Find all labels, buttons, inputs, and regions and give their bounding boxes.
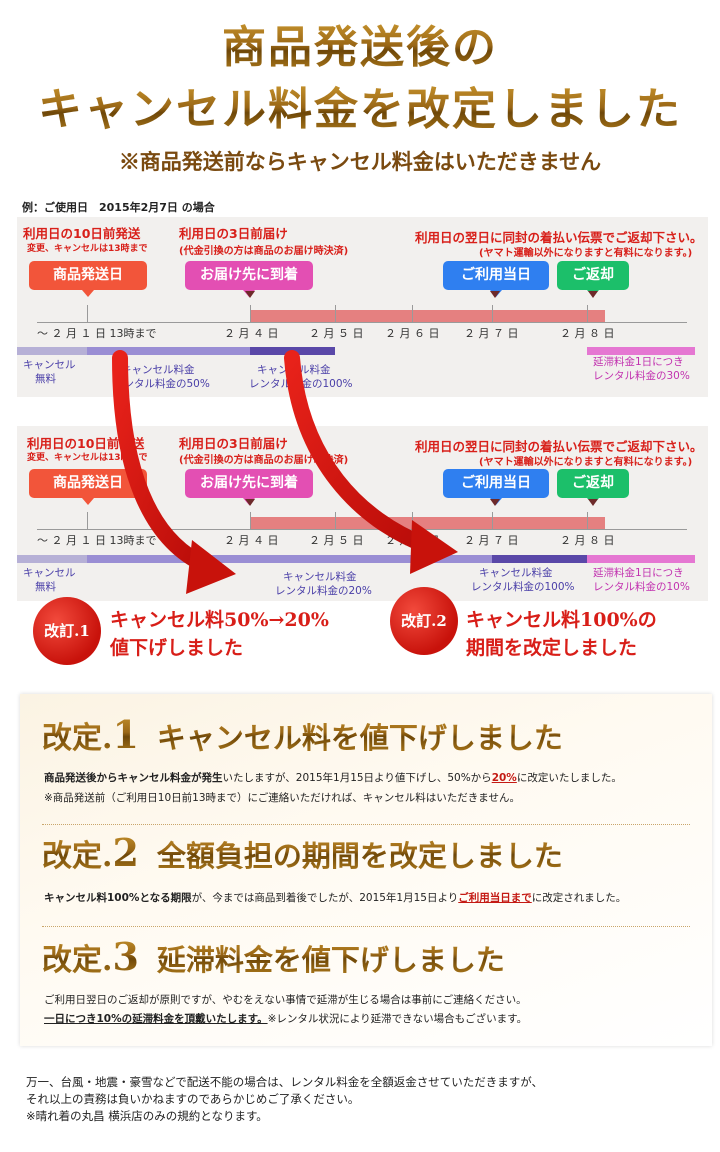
date-label: ２ 月 ５ 日	[309, 534, 364, 547]
fee-label-free: キャンセル無料	[23, 359, 76, 385]
fee-label-late: 延滞料金1日につきレンタル料金の10%	[593, 567, 690, 593]
fee-bar-100	[250, 347, 335, 355]
page-title-line1: 商品発送後の	[0, 20, 720, 76]
page-subtitle: ※商品発送前ならキャンセル料金はいただきません	[118, 149, 602, 174]
use-day-marker	[490, 499, 500, 506]
date-label: ２ 月 ６ 日	[385, 327, 440, 340]
date-label: ２ 月 ４ 日	[224, 534, 279, 547]
footer-line-3: ※晴れ着の丸昌 横浜店のみの規約となります。	[26, 1109, 268, 1123]
revision-badge-2: 改訂.2	[390, 587, 458, 655]
revision-3-paragraph-1: ご利用日翌日のご返却が原則ですが、やむをえない事情で延滞が生じる場合は事前にご連…	[44, 994, 527, 1006]
fee-bar-free	[17, 555, 87, 563]
date-label: ２ 月 ７ 日	[464, 534, 519, 547]
fee-label-100: キャンセル料金レンタル料金の100%	[471, 567, 575, 593]
timeline-after: 利用日の10日前発送 変更、キャンセルは13時まで 利用日の3日前届け (代金引…	[17, 426, 708, 601]
rental-period-bar	[250, 310, 605, 322]
fee-label-20: キャンセル料金レンタル料金の20%	[275, 571, 372, 597]
footer-line-2: それ以上の責務は負いかねますのであらかじめご了承ください。	[26, 1092, 360, 1106]
fee-label-free: キャンセル無料	[23, 567, 76, 593]
pill-ship-date: 商品発送日	[29, 261, 147, 297]
pill-return: ご返却	[557, 469, 629, 505]
date-label: ２ 月 ８ 日	[560, 327, 615, 340]
revision-1-paragraph-2: ※商品発送前（ご利用日10日前13時まで）にご連絡いただければ、キャンセル料はい…	[44, 792, 520, 804]
revision-1-paragraph-1: 商品発送後からキャンセル料金が発生いたしますが、2015年1月15日より値下げし…	[44, 772, 622, 784]
divider	[42, 824, 690, 825]
arrival-marker	[245, 499, 255, 506]
pill-use-day: ご利用当日	[443, 469, 549, 505]
revision-2-paragraph: キャンセル料100%となる期限が、今までは商品到着後でしたが、2015年1月15…	[44, 892, 627, 904]
note-return-sub: (ヤマト運輸以外になりますと有料になります。)	[479, 248, 693, 259]
timeline-axis	[37, 322, 687, 323]
note-10days-sub: 変更、キャンセルは13時まで	[27, 453, 148, 463]
fee-bar-late	[587, 347, 695, 355]
pill-return: ご返却	[557, 261, 629, 297]
divider	[42, 926, 690, 927]
footer-line-1: 万一、台風・地震・豪雪などで配送不能の場合は、レンタル料金を全額返金させていただ…	[26, 1075, 544, 1089]
date-label: ２ 月 ６ 日	[385, 534, 440, 547]
arrival-marker	[245, 291, 255, 298]
note-3days-sub: (代金引換の方は商品のお届け時決済)	[179, 246, 349, 257]
note-return: 利用日の翌日に同封の着払い伝票でご返却下さい。	[415, 439, 703, 454]
date-label: ２ 月 ８ 日	[560, 534, 615, 547]
page-title-line2: キャンセル料金を改定しました	[0, 82, 720, 138]
note-3days: 利用日の3日前届け	[179, 436, 288, 451]
pill-use-day: ご利用当日	[443, 261, 549, 297]
use-day-marker	[490, 291, 500, 298]
note-3days: 利用日の3日前届け	[179, 226, 288, 241]
revision-text-2: キャンセル料100%の期間を改定しました	[466, 609, 657, 659]
revision-badge-1: 改訂.1	[33, 597, 101, 665]
rental-period-bar	[250, 517, 605, 529]
fee-bar-20	[87, 555, 492, 563]
fee-bar-100	[492, 555, 587, 563]
pill-arrival: お届け先に到着	[185, 261, 313, 297]
fee-label-100: キャンセル料金レンタル料金の100%	[249, 364, 353, 390]
note-10days-sub: 変更、キャンセルは13時まで	[27, 244, 148, 254]
timeline-before: 利用日の10日前発送 変更、キャンセルは13時まで 利用日の3日前届け (代金引…	[17, 217, 708, 397]
revision-text-1: キャンセル料50%→20%値下げしました	[110, 609, 329, 659]
fee-bar-late	[587, 555, 695, 563]
date-label: ～ ２ 月 １ 日 13時まで	[37, 534, 157, 547]
fee-label-late: 延滞料金1日につきレンタル料金の30%	[593, 356, 690, 382]
date-label: ２ 月 ７ 日	[464, 327, 519, 340]
pill-ship-date: 商品発送日	[29, 469, 147, 505]
revision-3-paragraph-2: 一日につき10%の延滞料金を頂戴いたします。※レンタル状況により延滞できない場合…	[44, 1013, 528, 1025]
timeline-axis	[37, 529, 687, 530]
return-marker	[588, 291, 598, 298]
date-label: ２ 月 ４ 日	[224, 327, 279, 340]
note-10days: 利用日の10日前発送	[23, 226, 141, 241]
pill-arrival: お届け先に到着	[185, 469, 313, 505]
note-return: 利用日の翌日に同封の着払い伝票でご返却下さい。	[415, 230, 703, 245]
return-marker	[588, 499, 598, 506]
fee-bar-50	[87, 347, 250, 355]
footer-notes: 万一、台風・地震・豪雪などで配送不能の場合は、レンタル料金を全額返金させていただ…	[26, 1074, 543, 1125]
example-label: 例：ご使用日 2015年2月7日 の場合	[22, 201, 215, 214]
note-return-sub: (ヤマト運輸以外になりますと有料になります。)	[479, 457, 693, 468]
fee-bar-free	[17, 347, 87, 355]
note-3days-sub: (代金引換の方は商品のお届け時決済)	[179, 455, 349, 466]
date-label: ２ 月 ５ 日	[309, 327, 364, 340]
date-label: ～ ２ 月 １ 日 13時まで	[37, 327, 157, 340]
fee-label-50: キャンセル料金レンタル料金の50%	[113, 364, 210, 390]
